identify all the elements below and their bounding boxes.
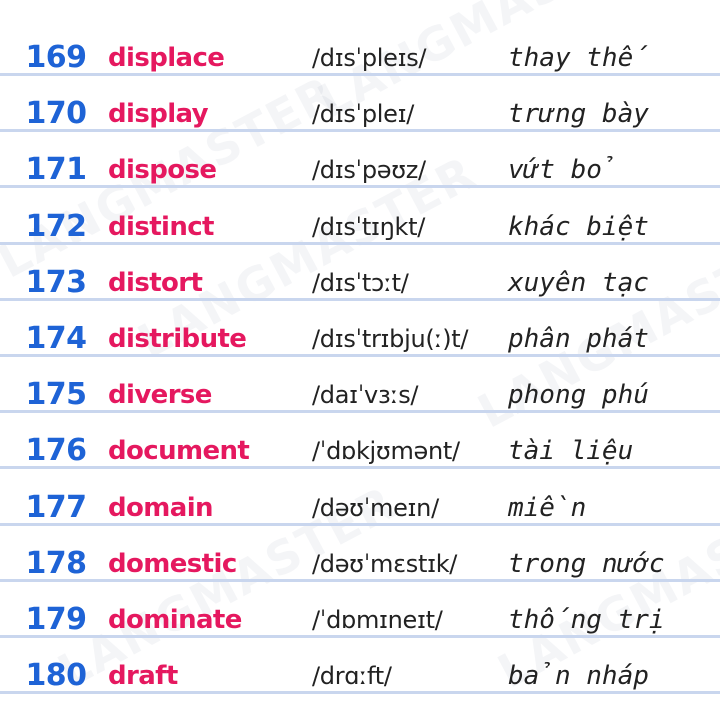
vietnamese-meaning: xuyên tạc [508, 267, 649, 298]
pronunciation: /dɪsˈtrɪbju(ː)t/ [312, 325, 469, 353]
pronunciation: /ˈdɒkjʊmənt/ [312, 437, 460, 466]
vietnamese-meaning: trưng bày [508, 99, 649, 130]
divider-line [0, 129, 720, 133]
vocabulary-word: dominate [108, 605, 242, 635]
word-number: 172 [25, 208, 87, 244]
list-item: 179 dominate/ˈdɒmɪneɪt/thống trị [0, 592, 720, 648]
list-item: 169 displace/dɪsˈpleɪs/thay thế [0, 30, 720, 86]
list-item: 172 distinct/dɪsˈtɪŋkt/khác biệt [0, 199, 720, 255]
pronunciation: /dəʊˈmeɪn/ [312, 493, 439, 522]
divider-line [0, 73, 720, 76]
word-number: 173 [25, 264, 87, 300]
pronunciation: /dɪsˈpleɪs/ [312, 44, 427, 72]
vocabulary-word: draft [108, 661, 178, 692]
vietnamese-meaning: bản nháp [508, 661, 649, 692]
word-number: 176 [25, 433, 87, 469]
pronunciation: /dɪsˈtɪŋkt/ [312, 212, 425, 241]
vietnamese-meaning: vứt bỏ [508, 155, 618, 186]
vocabulary-word: domestic [108, 548, 237, 579]
list-item: 174 distribute/dɪsˈtrɪbju(ː)t/phân phát [0, 311, 720, 367]
word-number: 174 [25, 321, 87, 356]
pronunciation: /drɑːft/ [312, 662, 392, 691]
divider-line [0, 635, 720, 638]
list-item: 173 distort/dɪsˈtɔːt/xuyên tạc [0, 255, 720, 311]
word-number: 175 [25, 377, 87, 413]
list-item: 175 diverse/daɪˈvɜːs/phong phú [0, 367, 720, 423]
list-item: 180 draft/drɑːft/bản nháp [0, 648, 720, 704]
vocabulary-word: diverse [108, 380, 212, 411]
word-number: 178 [25, 545, 87, 581]
vocabulary-word: domain [108, 492, 214, 523]
vocabulary-word: distinct [108, 211, 214, 242]
divider-line [0, 297, 720, 301]
list-item: 171 dispose/dɪsˈpəʊz/vứt bỏ [0, 142, 720, 198]
vietnamese-meaning: phong phú [508, 380, 649, 411]
divider-line [0, 410, 720, 414]
vocabulary-word: display [108, 99, 209, 130]
vietnamese-meaning: tài liệu [508, 436, 634, 467]
pronunciation: /dəʊˈmɛstɪk/ [312, 549, 458, 578]
word-number: 171 [25, 152, 87, 188]
vocabulary-word: displace [108, 43, 225, 73]
divider-line [0, 185, 720, 189]
divider-line [0, 691, 720, 695]
divider-line [0, 466, 720, 470]
pronunciation: /dɪsˈpəʊz/ [312, 156, 426, 185]
vietnamese-meaning: trong nước [508, 548, 665, 579]
list-item: 177 domain/dəʊˈmeɪn/miền [0, 480, 720, 536]
word-number: 179 [25, 602, 87, 637]
list-item: 178 domestic/dəʊˈmɛstɪk/trong nước [0, 536, 720, 592]
divider-line [0, 354, 720, 357]
vietnamese-meaning: phân phát [508, 324, 649, 354]
pronunciation: /daɪˈvɜːs/ [312, 381, 419, 410]
divider-line [0, 241, 720, 245]
vocabulary-word: dispose [108, 155, 217, 186]
list-item: 176 document/ˈdɒkjʊmənt/tài liệu [0, 423, 720, 479]
divider-line [0, 578, 720, 582]
vocabulary-word: distort [108, 267, 203, 298]
pronunciation: /dɪsˈtɔːt/ [312, 268, 409, 297]
divider-line [0, 522, 720, 526]
vietnamese-meaning: khác biệt [508, 211, 649, 242]
word-number: 169 [25, 40, 87, 75]
vocabulary-word: distribute [108, 324, 247, 354]
list-item: 170 display/dɪsˈpleɪ/trưng bày [0, 86, 720, 142]
pronunciation: /ˈdɒmɪneɪt/ [312, 606, 443, 634]
pronunciation: /dɪsˈpleɪ/ [312, 100, 415, 129]
word-number: 177 [25, 489, 87, 525]
word-number: 170 [25, 96, 87, 132]
vietnamese-meaning: thay thế [508, 43, 649, 73]
word-number: 180 [25, 658, 87, 694]
vietnamese-meaning: miền [508, 492, 587, 523]
vietnamese-meaning: thống trị [508, 605, 665, 635]
vocabulary-word: document [108, 436, 250, 467]
